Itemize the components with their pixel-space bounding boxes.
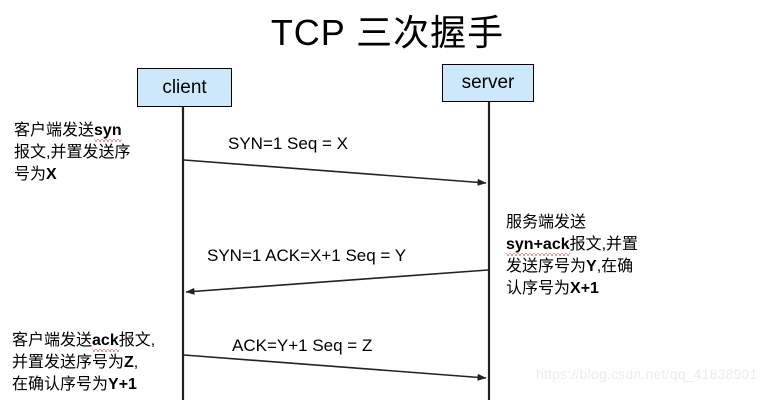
seq-value-x: X: [46, 166, 57, 184]
note-client-ack-line-1: 客户端发送ack报文,: [12, 330, 212, 352]
message-arrow-2: [185, 269, 489, 295]
note-text: 发送序号为: [506, 258, 587, 276]
note-server-synack: 服务端发送 syn+ack报文,并置 发送序号为Y,在确 认序号为X+1: [506, 212, 706, 300]
note-text: 客户端发送: [14, 122, 95, 139]
note-server-synack-line-3: 发送序号为Y,在确: [506, 256, 706, 278]
message-label-1: SYN=1 Seq = X: [228, 134, 349, 153]
message-label-3: ACK=Y+1 Seq = Z: [232, 336, 373, 355]
message-label-2: SYN=1 ACK=X+1 Seq = Y: [207, 246, 407, 265]
page-title: TCP 三次握手: [270, 12, 505, 53]
note-text: 报文,并置: [569, 236, 639, 254]
note-text: ,在确: [596, 258, 634, 276]
participant-box-server[interactable]: server: [442, 64, 534, 102]
participant-box-client[interactable]: client: [137, 68, 232, 107]
spellcheck-word-syn: syn: [94, 122, 122, 139]
note-text: 报文,: [118, 332, 156, 349]
message-arrow-1: [183, 159, 487, 186]
ack-value-y-plus-1: Y+1: [108, 376, 137, 394]
note-client-ack-line-3: 在确认序号为Y+1: [12, 374, 212, 396]
watermark: https://blog.csdn.net/qq_41838901: [536, 366, 758, 382]
seq-value-z: Z: [124, 354, 134, 372]
note-text: 在确认序号为: [12, 376, 109, 394]
note-client-syn: 客户端发送syn 报文,并置发送序 号为X: [14, 120, 184, 186]
participant-label-server: server: [461, 72, 515, 93]
note-text: ,: [133, 354, 139, 372]
participant-label-client: client: [162, 76, 207, 98]
note-client-syn-line-3: 号为X: [14, 164, 184, 186]
seq-value-y: Y: [586, 258, 597, 276]
note-client-ack-line-2: 并置发送序号为Z,: [12, 352, 212, 374]
note-server-synack-line-2: syn+ack报文,并置: [506, 234, 706, 256]
note-client-syn-line-2: 报文,并置发送序: [14, 144, 131, 162]
note-client-ack: 客户端发送ack报文, 并置发送序号为Z, 在确认序号为Y+1: [12, 330, 212, 396]
note-client-syn-line-1: 客户端发送syn: [14, 120, 184, 142]
spellcheck-word-synack: syn+ack: [506, 236, 570, 254]
message-arrow-3: [183, 354, 487, 381]
note-server-synack-line-4: 认序号为X+1: [506, 278, 706, 300]
note-text: 客户端发送: [12, 332, 93, 349]
note-server-synack-line-1: 服务端发送: [506, 214, 587, 231]
note-text: 号为: [14, 166, 47, 184]
ack-value-x-plus-1: X+1: [570, 280, 599, 298]
note-text: 并置发送序号为: [12, 354, 125, 372]
note-text: 认序号为: [506, 280, 571, 298]
spellcheck-word-ack: ack: [92, 332, 119, 349]
